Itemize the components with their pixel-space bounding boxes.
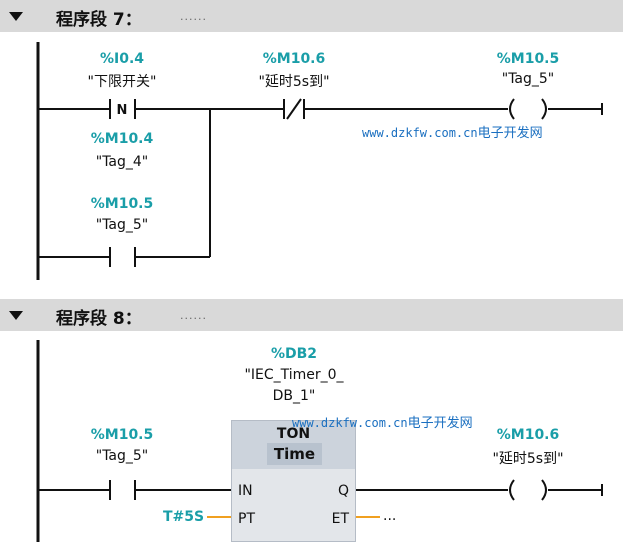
contact-tag: "Tag_5" — [95, 448, 149, 464]
pin-et: ET — [331, 511, 349, 527]
contact-tag: "下限开关" — [87, 74, 157, 90]
network-7-title: 程序段 7： — [56, 10, 142, 30]
watermark-name: 电子开发网 — [407, 416, 473, 431]
collapse-arrow-icon[interactable] — [9, 311, 23, 320]
contact-normally-open[interactable] — [109, 247, 136, 267]
timer-header: TON Time — [232, 421, 355, 469]
contact-address: %M10.5 — [90, 427, 154, 443]
timer-type: TON — [276, 426, 311, 442]
pt-value[interactable]: T#5S — [163, 509, 205, 525]
contact-address: %M10.5 — [90, 196, 154, 212]
coil-tag: "Tag_5" — [501, 71, 555, 87]
contact-tag: "Tag_4" — [95, 154, 149, 170]
pin-in: IN — [238, 483, 253, 499]
n-symbol: N — [117, 103, 128, 118]
contact-normally-closed[interactable] — [283, 98, 305, 120]
timer-time-type[interactable]: Time — [267, 443, 322, 465]
watermark-url: www.dzkfw.com.cn — [292, 416, 408, 430]
coil-address: %M10.6 — [496, 427, 560, 443]
watermark-url: www.dzkfw.com.cn — [362, 126, 478, 140]
contact-negative-edge[interactable] — [109, 99, 136, 119]
pin-pt: PT — [238, 511, 255, 527]
contact-address: %I0.4 — [99, 51, 145, 67]
network-8-comment[interactable]: ...... — [180, 309, 207, 322]
network-7-comment[interactable]: ...... — [180, 10, 207, 23]
timer-db-name: DB_1" — [272, 388, 316, 404]
network-8-title: 程序段 8： — [56, 309, 142, 329]
watermark-name: 电子开发网 — [477, 126, 543, 141]
collapse-arrow-icon[interactable] — [9, 12, 23, 21]
contact-normally-open[interactable] — [109, 480, 136, 500]
network-7-header[interactable]: 程序段 7： ...... — [0, 0, 623, 32]
coil-tag: "延时5s到" — [492, 451, 564, 467]
contact-tag: "Tag_5" — [95, 217, 149, 233]
contact-tag: "延时5s到" — [258, 74, 330, 90]
watermark: www.dzkfw.com.cn电子开发网 — [362, 122, 543, 141]
et-value[interactable]: ... — [383, 508, 397, 524]
coil-address: %M10.5 — [496, 51, 560, 67]
pin-q: Q — [337, 483, 349, 499]
coil[interactable] — [509, 479, 547, 501]
timer-db-name: "IEC_Timer_0_ — [244, 367, 344, 383]
network-8-header[interactable]: 程序段 8： ...... — [0, 299, 623, 331]
contact-address: %M10.4 — [90, 131, 154, 147]
contact-address: %M10.6 — [262, 51, 326, 67]
timer-db-address: %DB2 — [270, 346, 318, 362]
coil[interactable] — [509, 98, 547, 120]
watermark: www.dzkfw.com.cn电子开发网 — [292, 412, 473, 431]
ton-timer-block[interactable]: TON Time IN PT Q ET — [231, 420, 356, 542]
